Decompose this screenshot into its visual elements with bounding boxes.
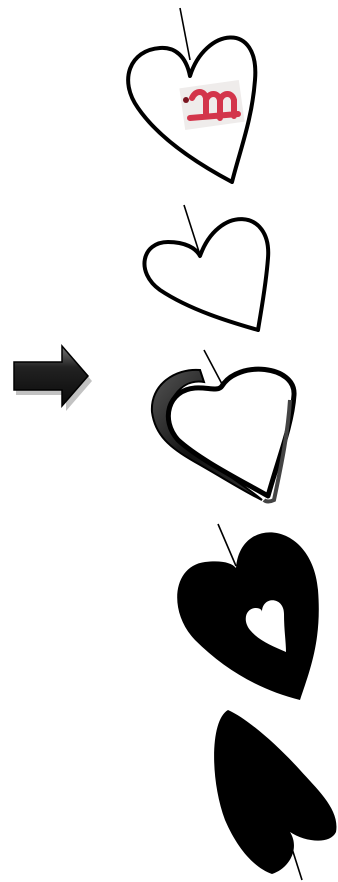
heart-outline-icon: [144, 205, 268, 330]
stamp-icon: [179, 80, 244, 130]
heart-3d-icon: [152, 350, 294, 502]
heart-with-stamp-icon: [128, 8, 255, 182]
heart-filled-with-hole-icon: [177, 524, 319, 700]
string-line: [204, 350, 222, 384]
string-line: [218, 524, 236, 566]
string-line: [180, 8, 190, 60]
heart-filled-inverted-icon: [214, 710, 336, 880]
right-arrow-icon: [14, 346, 92, 411]
